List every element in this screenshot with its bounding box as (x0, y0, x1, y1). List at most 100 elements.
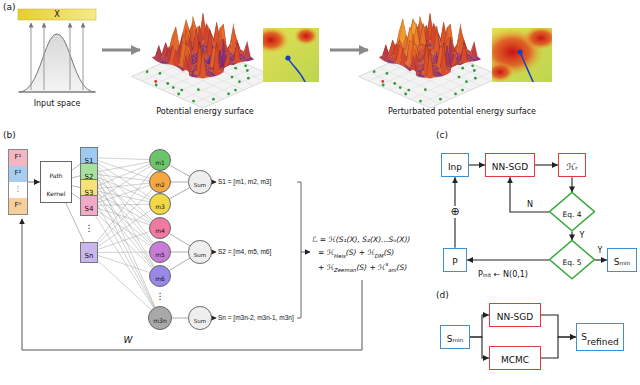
sum-line (171, 251, 188, 252)
sample-dot (146, 70, 149, 73)
network-weight-line (98, 204, 149, 205)
sum-node: Sum (188, 306, 211, 329)
process-arrow (102, 49, 140, 52)
node-content: m3 (155, 195, 165, 213)
floor-grid (369, 50, 440, 82)
figure-label: X (54, 10, 59, 19)
panel-label: (a) (3, 3, 16, 13)
sample-dot (247, 77, 250, 80)
illustration-part (492, 62, 514, 82)
sample-dot (177, 93, 180, 96)
node-content: Inp (448, 156, 462, 174)
illustration-part (263, 28, 318, 82)
network-weight-line (96, 216, 154, 308)
sample-dot (419, 100, 422, 103)
sum-node: Sum (188, 240, 211, 263)
node-text: refined (587, 337, 619, 347)
edge-label: Pᵢₙᵢₜ ← N(0,1) (477, 271, 529, 280)
node-text: F¹ (9, 150, 27, 166)
network-weight-line (94, 168, 155, 307)
neuron: m4 (149, 217, 171, 239)
sample-dot (154, 80, 157, 83)
sum-line (171, 181, 188, 182)
equation-term: (S) + ℋ (346, 248, 375, 257)
sample-dot (373, 70, 376, 73)
node-content: NN-SGD (497, 306, 533, 324)
sample-dot (465, 80, 468, 83)
perturbed-heatmap (480, 26, 559, 84)
edge-label: Y (579, 232, 586, 241)
sample-dot (238, 80, 241, 83)
edge-label: N (526, 201, 534, 210)
connector-group (28, 158, 607, 358)
ellipsis: ⋮ (156, 292, 165, 302)
equation-term: + ℋ (318, 263, 334, 272)
flow-arrow (469, 164, 485, 165)
node-text: Eq. 4 (562, 210, 581, 219)
node-content: ℋᵣ (566, 156, 577, 174)
node-text: NN-SGD (492, 162, 528, 172)
surface-facet (213, 43, 220, 75)
flow-arrow (571, 232, 572, 241)
node-content: m5 (155, 243, 165, 261)
network-weight-line (98, 175, 149, 181)
equation-term: Heis (334, 252, 346, 258)
network-weight-line (95, 200, 154, 307)
sample-dot (407, 89, 410, 92)
node-content: Sn (85, 244, 94, 262)
node-text: Sₘᵢₙ (447, 334, 464, 344)
panel-label: (c) (436, 131, 448, 141)
sum-node: Sum (188, 170, 211, 193)
illustration-part (18, 9, 96, 20)
node-content: m4 (155, 219, 165, 237)
surface-facet (200, 49, 207, 78)
bracket-arrow (301, 252, 310, 253)
node-content: m2 (155, 173, 165, 191)
equation-term: s (385, 261, 388, 267)
surface-facet (186, 55, 193, 75)
illustration-part (285, 55, 290, 60)
decision-diamond: Eq. 4 (549, 192, 595, 231)
node-text: Eq. 5 (562, 258, 581, 267)
floor-grid (430, 77, 501, 109)
sample-dot (159, 72, 162, 75)
sample-dot (393, 82, 396, 85)
sample-dot (197, 88, 200, 91)
surface-floor (359, 45, 502, 108)
sample-dot (404, 93, 407, 96)
equation-term: ani (388, 267, 396, 273)
sample-dot (212, 98, 215, 101)
input-box: Inp (441, 153, 469, 178)
node-text: Sₘᵢₙ (614, 257, 631, 267)
node-text: m3 (155, 203, 165, 210)
process-box: NN-SGD (489, 303, 541, 328)
node-text: m1 (155, 159, 165, 166)
surface-facet (447, 55, 454, 73)
sample-dot (471, 64, 474, 67)
surface-facet (155, 45, 162, 62)
sample-dot (231, 76, 234, 79)
network-weight-line (98, 194, 150, 222)
node-text: ℋᵣ (566, 162, 577, 172)
illustration-part (520, 52, 534, 82)
network-weight-line (98, 200, 153, 267)
flow-arrow (541, 337, 576, 358)
node-text: Sum (194, 182, 206, 188)
diamond-shape (549, 193, 594, 231)
node-text: S (581, 332, 587, 342)
sum-output: S1 = [m1, m2, m3] (218, 178, 271, 185)
network-weight-line (98, 158, 149, 160)
illustration-part (288, 58, 306, 82)
equation-term: DM (375, 252, 384, 258)
surface-facet (244, 41, 251, 58)
flow-arrow (467, 259, 549, 260)
equation-term: ℒ = ℋ(S₁(X), S₂(X)…Sₙ(X)) (312, 235, 410, 244)
process-arrow (330, 49, 368, 52)
sample-dot (473, 69, 476, 72)
network-weight-line (98, 232, 150, 250)
node-content: Eq. 4 (562, 203, 581, 221)
illustration-part (70, 23, 71, 90)
floor-grid (132, 77, 203, 109)
neuron: m5 (149, 241, 171, 263)
